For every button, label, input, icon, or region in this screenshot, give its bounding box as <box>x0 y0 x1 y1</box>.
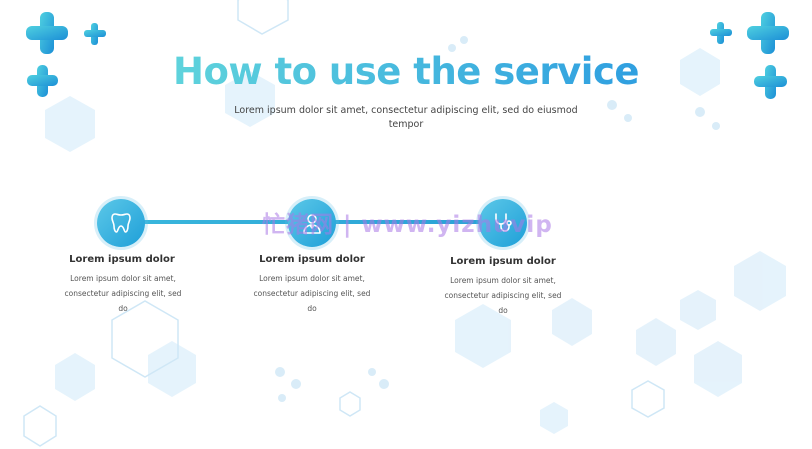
page-subtitle: Lorem ipsum dolor sit amet, consectetur … <box>234 105 578 130</box>
step-3-description: Lorem ipsum dolor sit amet, consectetur … <box>444 276 562 315</box>
stethoscope-icon <box>495 213 512 232</box>
step-1-icon-circle <box>97 199 145 247</box>
step-2-description: Lorem ipsum dolor sit amet, consectetur … <box>253 274 371 313</box>
step-1-description: Lorem ipsum dolor sit amet, consectetur … <box>64 274 182 313</box>
doctor-icon <box>303 214 321 234</box>
step-3-title: Lorem ipsum dolor <box>450 256 556 267</box>
watermark: 忙猪网 | www.yizhuvip <box>262 212 553 238</box>
page-title: How to use the service <box>0 50 812 93</box>
step-2-icon-circle <box>288 199 336 247</box>
step-3-icon-circle <box>479 199 527 247</box>
step-1-title: Lorem ipsum dolor <box>69 254 175 265</box>
tooth-icon <box>111 213 131 233</box>
step-2-title: Lorem ipsum dolor <box>259 254 365 265</box>
page-title-text: How to use the service <box>173 50 639 93</box>
